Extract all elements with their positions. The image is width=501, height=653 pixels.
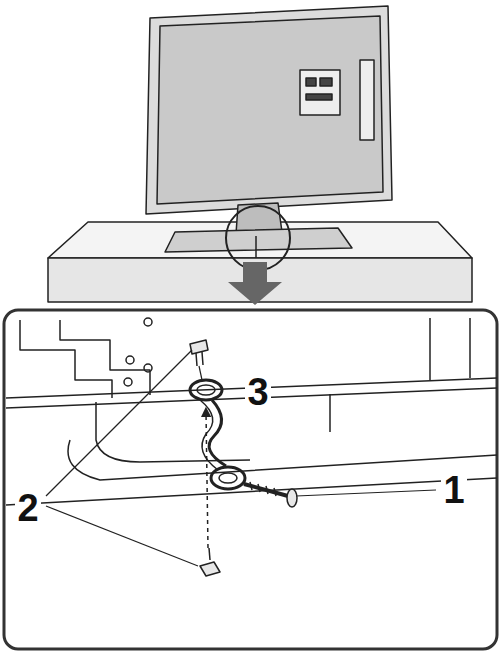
callout-number: 1 [441, 471, 466, 509]
detail-view [6, 318, 497, 576]
callout-number: 3 [245, 373, 270, 411]
callout-number: 2 [15, 489, 40, 527]
zoom-arrow [228, 262, 282, 305]
overview [48, 6, 472, 302]
detail-frame [4, 310, 497, 649]
